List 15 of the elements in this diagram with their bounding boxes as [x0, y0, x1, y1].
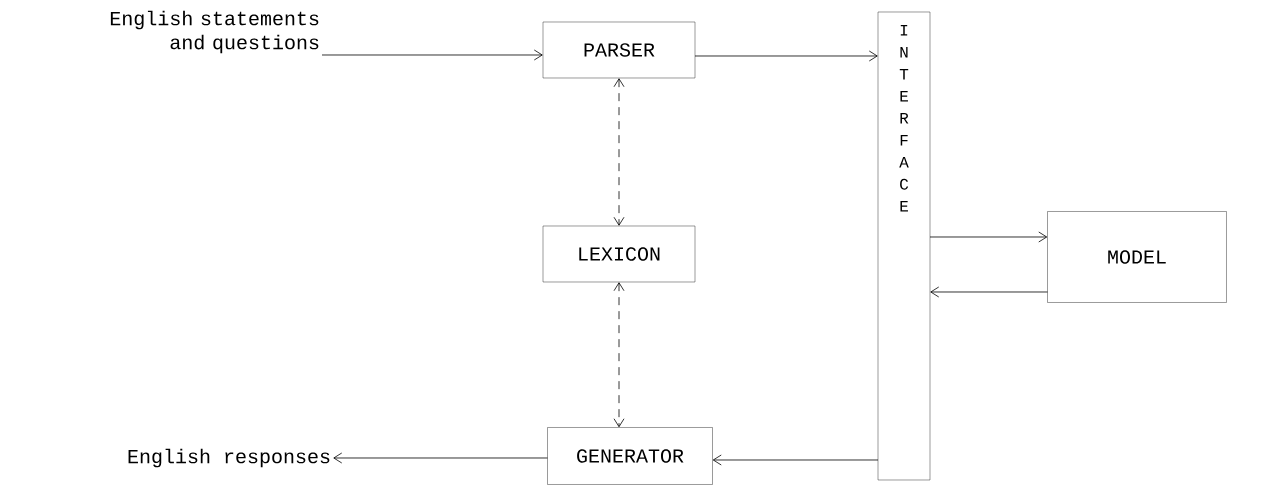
- dashed-arrow: [613, 282, 625, 428]
- dashed-arrow: [613, 78, 625, 226]
- process-box: PARSER: [542, 21, 696, 79]
- arrow: [929, 231, 1048, 243]
- process-box: MODEL: [1047, 211, 1227, 303]
- interface-bar: I N T E R F A C E: [877, 11, 931, 481]
- arrow: [694, 50, 878, 62]
- process-box: GENERATOR: [547, 427, 713, 485]
- process-box: LEXICON: [542, 225, 696, 283]
- output-label: English responses: [128, 448, 330, 468]
- arrow: [321, 49, 543, 61]
- arrow: [712, 454, 879, 466]
- input-label: English statements and questions: [110, 10, 319, 54]
- arrow: [333, 452, 548, 464]
- arrow: [930, 286, 1048, 298]
